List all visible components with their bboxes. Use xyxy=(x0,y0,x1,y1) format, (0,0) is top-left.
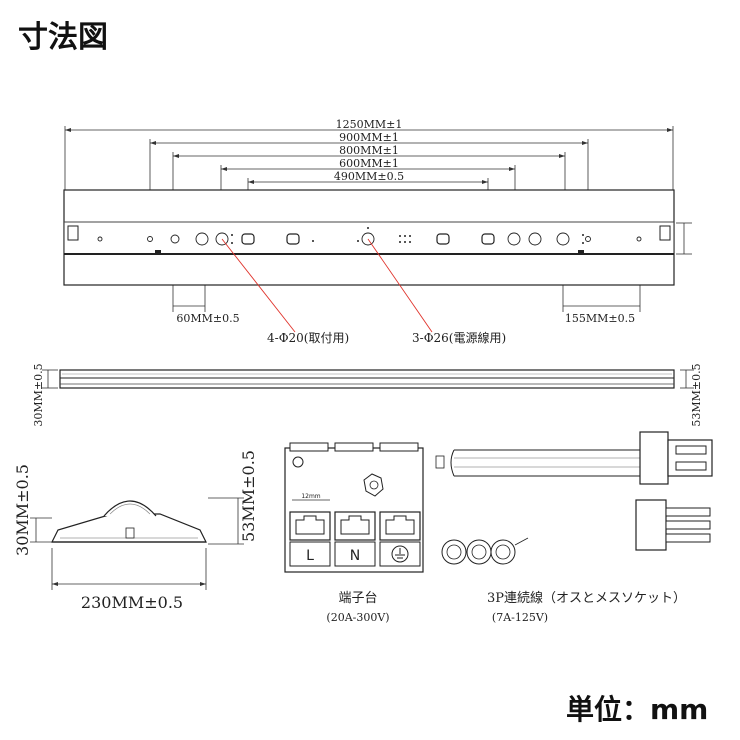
terminal-inner-dim-label: 12mm xyxy=(301,493,320,500)
terminal-block-rating: (20A-300V) xyxy=(326,611,389,624)
section-width-230-label: 230MM±0.5 xyxy=(81,593,183,612)
section-height-53-label: 53MM±0.5 xyxy=(239,450,258,542)
cable-label: 3P連続線（オスとメスソケット） xyxy=(487,590,686,606)
section-height-30-label: 30MM±0.5 xyxy=(13,464,32,556)
dim-1250-label: 1250MM±1 xyxy=(336,118,403,131)
side-height-30-label: 30MM±0.5 xyxy=(32,363,45,426)
fixture-side-view xyxy=(42,369,694,389)
hole-leader-lines xyxy=(221,238,433,333)
terminal-block xyxy=(284,442,445,573)
terminal-slot-l: L xyxy=(306,548,314,564)
fixture-top-view xyxy=(63,189,675,286)
power-holes-label: 3-Φ26(電源線用) xyxy=(412,330,506,345)
dim-900-label: 900MM±1 xyxy=(339,131,399,144)
dim-600-label: 600MM±1 xyxy=(339,157,399,170)
side-height-53-label: 53MM±0.5 xyxy=(690,363,703,426)
top-dimension-arrows xyxy=(65,128,673,184)
terminal-slot-n: N xyxy=(350,548,360,564)
dim-155-label: 155MM±0.5 xyxy=(565,312,635,325)
page-title: 寸法図 xyxy=(18,20,108,55)
terminal-block-label: 端子台 xyxy=(338,591,377,606)
connector-cable xyxy=(441,431,713,565)
dim-800-label: 800MM±1 xyxy=(339,144,399,157)
dim-60-label: 60MM±0.5 xyxy=(176,312,239,325)
cable-rating: (7A-125V) xyxy=(492,611,548,624)
dim-490-label: 490MM±0.5 xyxy=(334,170,404,183)
unit-label: 単位：mm xyxy=(566,693,709,726)
mounting-holes-label: 4-Φ20(取付用) xyxy=(267,331,349,345)
fixture-cross-section xyxy=(30,497,244,590)
